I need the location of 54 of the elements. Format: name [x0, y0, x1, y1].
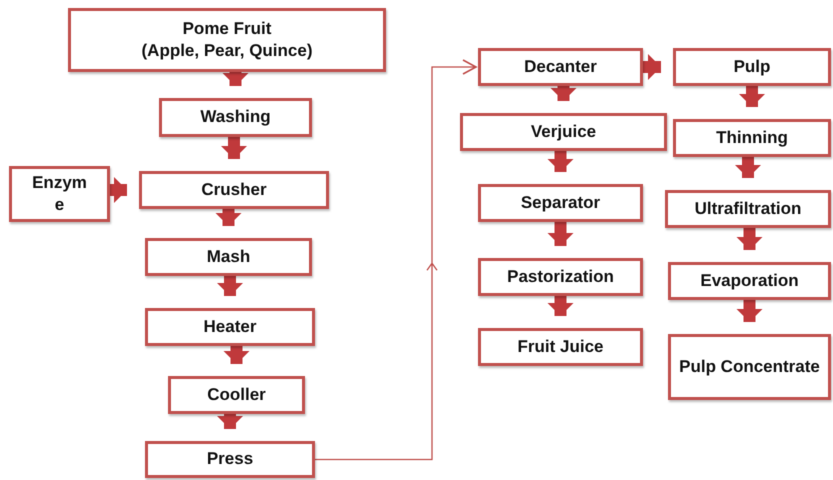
- arrow: [550, 86, 576, 101]
- process-box: [673, 48, 831, 86]
- process-box: [668, 262, 831, 300]
- process-box: [673, 119, 831, 157]
- box-label: Verjuice: [530, 120, 596, 143]
- box-label: Pulp Concentrate: [679, 356, 820, 378]
- arrow: [739, 86, 765, 107]
- arrow: [548, 222, 574, 246]
- box-label: Pastorization: [507, 266, 614, 288]
- arrow: [735, 157, 761, 178]
- process-box: [478, 48, 643, 86]
- box-label: Evaporation: [700, 270, 799, 292]
- arrow: [643, 54, 661, 80]
- box-label: (Apple, Pear, Quince): [142, 40, 312, 62]
- box-label: Press: [206, 448, 254, 470]
- process-box: [9, 166, 110, 222]
- process-box: [478, 184, 643, 222]
- arrow: [221, 137, 247, 159]
- arrow: [548, 296, 574, 316]
- box-label: Heater: [204, 316, 256, 338]
- box-label: Separator: [520, 192, 600, 214]
- box-label: Pulp: [734, 56, 770, 78]
- arrow: [548, 151, 574, 172]
- process-box: [159, 98, 312, 137]
- process-box: [139, 171, 329, 209]
- process-box: [68, 8, 386, 72]
- arrow: [736, 300, 762, 322]
- arrow: [314, 59, 477, 460]
- process-box: [145, 308, 315, 346]
- process-box: [478, 328, 643, 366]
- box-label: Decanter: [524, 56, 597, 78]
- process-box: [168, 376, 305, 414]
- box-label: Washing: [200, 106, 271, 128]
- box-label: Thinning: [716, 126, 788, 149]
- box-label: Crusher: [201, 178, 267, 201]
- box-label: Mash: [206, 246, 250, 268]
- arrow: [736, 228, 762, 250]
- process-box: [145, 441, 315, 478]
- arrow: [110, 177, 127, 203]
- process-box: [665, 190, 831, 228]
- arrow: [216, 209, 242, 226]
- box-label: Cooller: [207, 384, 266, 406]
- process-box: [460, 113, 667, 151]
- arrow: [222, 72, 248, 86]
- process-box: [145, 238, 312, 276]
- box-label: Pome Fruit: [182, 18, 272, 40]
- box-label: Enzym e: [31, 172, 88, 216]
- box-label: Ultrafiltration: [694, 198, 802, 220]
- process-box: [478, 258, 643, 296]
- arrow: [217, 414, 243, 429]
- arrow: [224, 346, 250, 364]
- process-box: [668, 334, 831, 400]
- arrow: [217, 276, 243, 296]
- box-label: Fruit Juice: [518, 336, 604, 358]
